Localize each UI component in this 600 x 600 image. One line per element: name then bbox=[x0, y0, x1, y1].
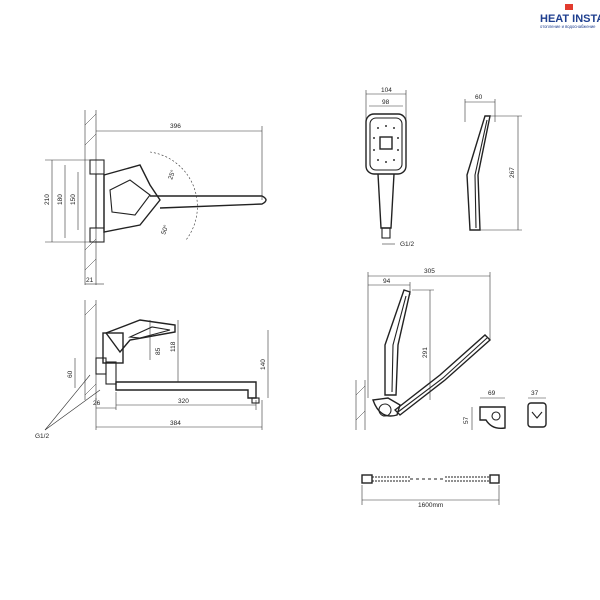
dim-118: 118 bbox=[170, 341, 177, 352]
dim-height-210: 210 bbox=[44, 194, 51, 205]
dim-94: 94 bbox=[383, 278, 391, 285]
wall-mixer-side-view: 118 85 140 60 26 320 384 G1/2 bbox=[35, 300, 269, 440]
dim-angle-50: 50° bbox=[159, 223, 170, 235]
dim-85: 85 bbox=[155, 347, 162, 355]
dim-width-396: 396 bbox=[170, 123, 181, 130]
dim-384: 384 bbox=[170, 420, 181, 427]
dim-140: 140 bbox=[260, 359, 267, 370]
wall-hatching bbox=[355, 385, 366, 421]
thread-label: G1/2 bbox=[400, 241, 414, 248]
dim-267: 267 bbox=[509, 167, 516, 178]
dim-98: 98 bbox=[382, 99, 390, 106]
dim-320: 320 bbox=[178, 398, 189, 405]
dim-37: 37 bbox=[531, 390, 539, 397]
brand-name: HEAT INSTALL bbox=[540, 13, 600, 25]
hand-shower-front-view: 104 98 G1/2 bbox=[365, 87, 414, 248]
dim-305: 305 bbox=[424, 268, 435, 275]
dim-57: 57 bbox=[463, 416, 470, 424]
bracket-detail-side: 69 57 bbox=[463, 390, 506, 430]
dim-height-180: 180 bbox=[57, 194, 64, 205]
dim-1600mm: 1600mm bbox=[418, 502, 443, 509]
shower-hose: 1600mm bbox=[361, 474, 500, 509]
dim-60: 60 bbox=[475, 94, 483, 101]
dim-60: 60 bbox=[67, 370, 74, 378]
dim-104: 104 bbox=[381, 87, 392, 94]
dim-69: 69 bbox=[488, 390, 496, 397]
dim-26: 26 bbox=[93, 400, 101, 407]
dim-height-150: 150 bbox=[70, 194, 77, 205]
hand-shower-side-view: 60 267 bbox=[464, 94, 522, 231]
dim-offset-21: 21 bbox=[86, 277, 94, 284]
wall-mixer-top-view: 396 210 180 150 25° 50° 21 bbox=[44, 110, 267, 285]
wall-hatching bbox=[84, 113, 97, 271]
wall-hatching bbox=[84, 303, 97, 396]
brand-logo: HEAT INSTALL отопление и водоснабжение bbox=[540, 4, 600, 29]
dim-291: 291 bbox=[422, 347, 429, 358]
bracket-detail-front: 37 bbox=[527, 390, 547, 428]
brand-tagline: отопление и водоснабжение bbox=[540, 24, 596, 29]
dim-angle-25: 25° bbox=[166, 168, 177, 180]
thread-label: G1/2 bbox=[35, 433, 49, 440]
shower-holder-assembly: 305 94 291 bbox=[355, 268, 492, 430]
logo-roof-icon bbox=[565, 4, 573, 10]
spray-nozzles bbox=[373, 125, 399, 163]
